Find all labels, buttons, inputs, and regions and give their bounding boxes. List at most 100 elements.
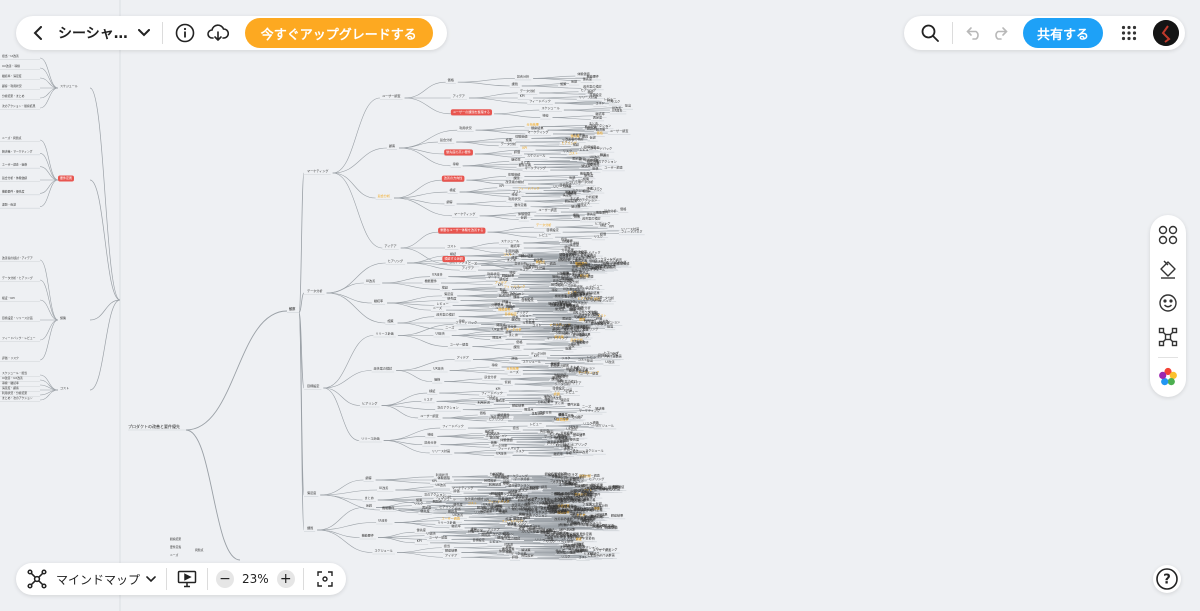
mindmap-node[interactable]: レビュー — [561, 478, 573, 483]
mindmap-node[interactable]: コスト — [578, 356, 587, 361]
mindmap-node[interactable]: 観察結果 — [531, 125, 543, 130]
mindmap-node[interactable]: スケジュール — [501, 238, 519, 243]
mindmap-node[interactable]: 継続率 — [559, 496, 568, 501]
mindmap-node[interactable]: 競合分析 — [560, 533, 572, 538]
mindmap-node[interactable]: UX改善 — [435, 482, 446, 487]
mindmap-node[interactable]: 担当 — [444, 543, 450, 548]
mindmap-node[interactable]: 問題点 — [577, 483, 586, 488]
mindmap-node[interactable]: 優先度 — [499, 276, 508, 281]
mindmap-node[interactable]: 機能要件 — [498, 307, 510, 312]
mindmap-node[interactable]: 顧客 — [579, 156, 585, 161]
mindmap-node[interactable]: 解決策 — [567, 303, 576, 308]
mindmap-node[interactable]: アイデア — [384, 243, 396, 248]
mindmap-node[interactable]: スケジュール — [60, 83, 78, 88]
mindmap-node[interactable]: 要件定義 — [60, 175, 72, 180]
mindmap-node[interactable]: マーケティング — [454, 211, 475, 216]
mindmap-node[interactable]: リスク — [546, 539, 555, 544]
mindmap-node[interactable]: 導線 — [544, 501, 550, 506]
mindmap-node[interactable]: フィードバック — [621, 228, 643, 233]
mindmap-node[interactable]: 満足度 — [507, 522, 516, 527]
mindmap-node[interactable]: 満足度 — [587, 253, 596, 258]
mindmap-node[interactable]: 導線 — [542, 529, 548, 534]
mindmap-node[interactable]: 価格 — [620, 206, 627, 211]
mindmap-node[interactable]: 検証 — [573, 142, 579, 147]
mindmap-node[interactable]: 体験価値 — [574, 515, 586, 520]
mindmap-node[interactable]: リスク — [414, 501, 423, 506]
mindmap-node[interactable]: コスト — [468, 500, 477, 505]
mindmap-node[interactable]: リスク — [575, 478, 584, 483]
mindmap-node[interactable]: まとめ — [567, 290, 576, 295]
mindmap-node[interactable]: 要件定義 — [502, 546, 514, 551]
mindmap-node[interactable]: 分析結果 — [506, 366, 518, 371]
mindmap-node[interactable]: 価格 — [448, 77, 455, 82]
mindmap-node[interactable]: 導線 — [573, 240, 579, 245]
mindmap-node[interactable]: 次のアクション — [508, 482, 530, 487]
mindmap-node[interactable]: 機能要件 — [588, 492, 600, 497]
mindmap-node[interactable]: KPI — [432, 479, 437, 483]
mindmap-node[interactable]: 検証 — [429, 388, 435, 393]
mindmap-node[interactable]: 顧客 — [389, 143, 395, 148]
mindmap-node[interactable]: まとめ — [558, 497, 567, 502]
mindmap-node[interactable]: アイデア — [562, 138, 574, 143]
mindmap-node[interactable]: レビュー — [590, 283, 602, 288]
mindmap-node[interactable]: 利用状況 — [582, 489, 594, 494]
mindmap-node[interactable]: ヒアリング — [531, 496, 546, 501]
mindmap-node[interactable]: 観察結果 — [518, 497, 530, 502]
mindmap-node[interactable]: 顧客 — [506, 544, 512, 549]
mindmap-node[interactable]: 満足度 — [564, 542, 573, 547]
mindmap-node[interactable]: 分析結果 — [577, 496, 589, 501]
avatar[interactable] — [1153, 20, 1179, 46]
mindmap-node[interactable]: ニーズ・問題点 — [2, 136, 22, 140]
mindmap-node[interactable]: 観察結果 — [597, 320, 609, 325]
mindmap-node[interactable]: 解決策 — [545, 532, 554, 537]
mindmap-node[interactable]: コスト — [581, 519, 590, 524]
mindmap-node[interactable]: 満足度 — [563, 481, 572, 486]
mindmap-node[interactable]: 継続率 — [572, 511, 581, 516]
mindmap-node[interactable]: アイデア — [564, 516, 576, 521]
mindmap-node[interactable]: 解決策 — [553, 322, 562, 327]
mindmap-node[interactable]: リスク — [561, 355, 570, 360]
mindmap-node[interactable]: まとめ — [365, 495, 374, 500]
mindmap-node[interactable]: 価格 — [603, 260, 610, 265]
mindmap-node[interactable]: 課題 — [595, 484, 601, 489]
mindmap-node[interactable]: 課題 — [512, 81, 518, 86]
mindmap-node[interactable]: 導線 — [544, 396, 550, 401]
mindmap-node[interactable]: まとめ — [509, 332, 518, 337]
mindmap-node[interactable]: ニーズ — [580, 333, 589, 338]
mindmap-node[interactable]: まとめ — [560, 544, 569, 549]
mindmap-node[interactable]: 担当 — [574, 520, 580, 525]
mindmap-node[interactable]: フィードバック — [542, 537, 564, 542]
mindmap-node[interactable]: リスク — [508, 505, 517, 510]
mindmap-node[interactable]: 利用状況 — [554, 530, 566, 535]
mindmap-node[interactable]: 満足度 — [562, 316, 571, 321]
mindmap-node[interactable]: まとめ — [570, 195, 579, 200]
mindmap-node[interactable]: まとめ — [521, 159, 530, 164]
mindmap-node[interactable]: 分析結果 — [491, 302, 503, 307]
mindmap-node[interactable]: リスク — [566, 298, 575, 303]
mindmap-node[interactable]: データ分析 — [555, 381, 570, 386]
mindmap-node[interactable]: リリース計画 — [535, 537, 553, 542]
mindmap-node[interactable]: データ分析 — [514, 476, 529, 481]
mindmap-node[interactable]: 競合分析 — [499, 293, 511, 298]
mindmap-node[interactable]: ユーザー調査 — [382, 93, 401, 98]
mindmap-node[interactable]: 施策 — [557, 377, 563, 382]
mindmap-node[interactable]: UX改善 — [483, 502, 494, 507]
mindmap-node[interactable]: 評価 — [570, 250, 576, 255]
mindmap-node[interactable]: リスク — [583, 421, 592, 426]
mindmap-node[interactable]: 導線 — [542, 113, 548, 118]
mindmap-node[interactable]: コスト — [532, 322, 541, 327]
mindmap-node[interactable]: 次のアクション — [574, 365, 596, 370]
mindmap-node[interactable]: 目標設定 — [521, 552, 533, 557]
mindmap-node[interactable]: フィードバック — [591, 146, 613, 151]
mindmap-node[interactable]: スケジュール — [533, 499, 551, 504]
mindmap-node[interactable]: 優先度 — [557, 510, 566, 515]
mindmap-node[interactable]: 検証 — [590, 551, 596, 556]
mindmap-node[interactable]: 担当 — [600, 152, 606, 157]
mindmap-node[interactable]: 仮説 — [565, 294, 571, 299]
mindmap-node[interactable]: 評価 — [554, 391, 560, 396]
mindmap-node[interactable]: 分析結果 — [523, 320, 535, 325]
mindmap-node[interactable]: リスク — [518, 519, 527, 524]
mindmap-node[interactable]: 価格 — [434, 377, 441, 382]
mindmap-node[interactable]: UI改善 — [504, 542, 513, 547]
mindmap-node[interactable]: 施策 — [562, 325, 568, 330]
